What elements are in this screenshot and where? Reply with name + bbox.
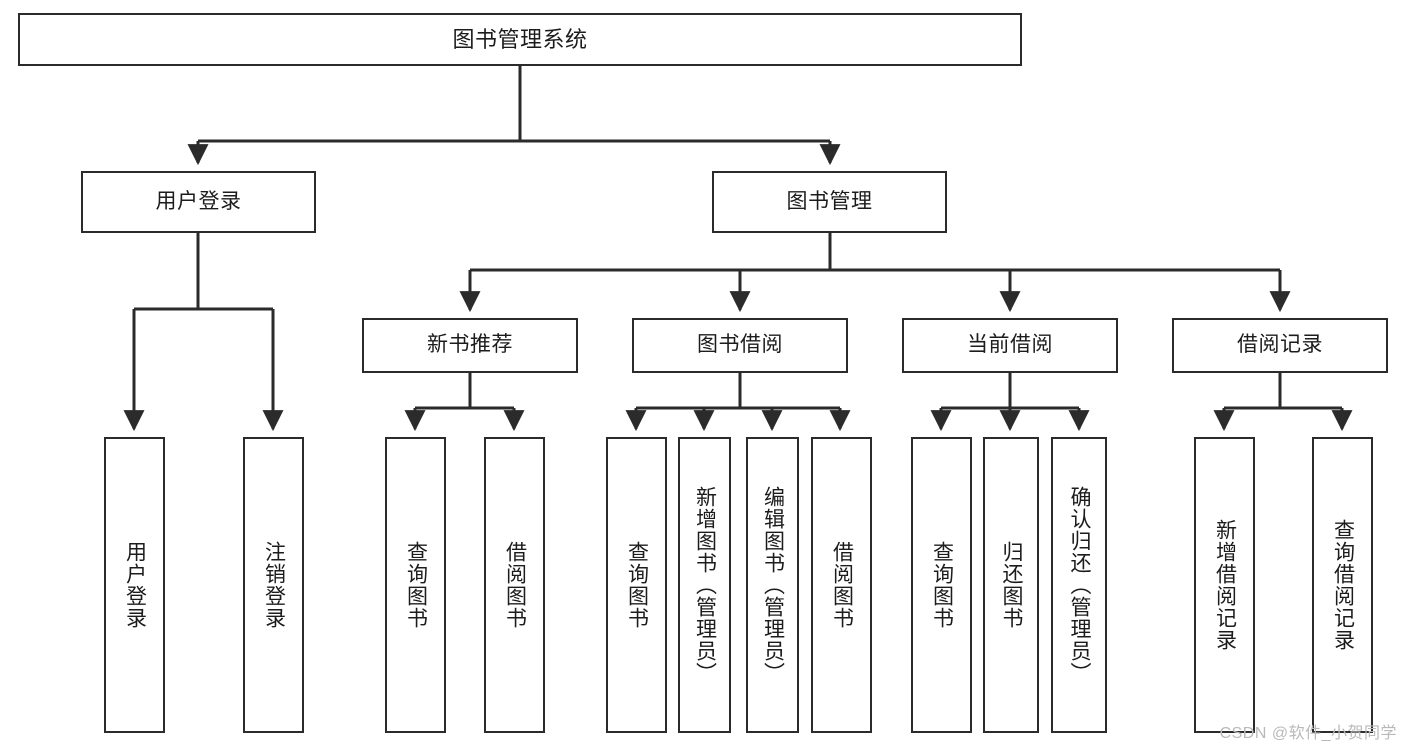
leaf-current-borrow-query[interactable]: 查询图书 <box>911 437 972 733</box>
node-borrow-record[interactable]: 借阅记录 <box>1172 318 1388 373</box>
leaf-new-book-query-label: 查询图书 <box>404 541 428 629</box>
node-borrow-record-label: 借阅记录 <box>1237 333 1323 357</box>
node-book-borrow[interactable]: 图书借阅 <box>632 318 848 373</box>
leaf-book-borrow-query-label: 查询图书 <box>625 541 649 629</box>
leaf-current-borrow-return-label: 归还图书 <box>999 541 1023 629</box>
node-current-borrow[interactable]: 当前借阅 <box>902 318 1118 373</box>
leaf-borrow-record-add[interactable]: 新增借阅记录 <box>1194 437 1255 733</box>
leaf-user-login-signin[interactable]: 用户登录 <box>104 437 165 733</box>
node-user-login[interactable]: 用户登录 <box>81 171 316 233</box>
node-book-borrow-label: 图书借阅 <box>697 333 783 357</box>
node-user-login-label: 用户登录 <box>155 189 242 213</box>
node-current-borrow-label: 当前借阅 <box>967 333 1053 357</box>
leaf-book-borrow-edit-label: 编辑图书（管理员） <box>761 486 785 684</box>
leaf-book-borrow-query[interactable]: 查询图书 <box>606 437 667 733</box>
leaf-borrow-record-query[interactable]: 查询借阅记录 <box>1312 437 1373 733</box>
leaf-user-login-signin-label: 用户登录 <box>123 541 147 629</box>
node-root-system-label: 图书管理系统 <box>452 26 588 52</box>
leaf-book-borrow-lend-label: 借阅图书 <box>830 541 854 629</box>
leaf-user-login-signout-label: 注销登录 <box>262 541 286 629</box>
leaf-current-borrow-return[interactable]: 归还图书 <box>983 437 1039 733</box>
leaf-current-borrow-confirm[interactable]: 确认归还（管理员） <box>1051 437 1107 733</box>
leaf-new-book-borrow-label: 借阅图书 <box>503 541 527 629</box>
leaf-borrow-record-query-label: 查询借阅记录 <box>1331 519 1355 651</box>
leaf-current-borrow-query-label: 查询图书 <box>930 541 954 629</box>
node-book-management[interactable]: 图书管理 <box>712 171 947 233</box>
leaf-book-borrow-edit[interactable]: 编辑图书（管理员） <box>746 437 799 733</box>
leaf-book-borrow-add-label: 新增图书（管理员） <box>693 486 717 684</box>
leaf-book-borrow-lend[interactable]: 借阅图书 <box>811 437 872 733</box>
node-book-management-label: 图书管理 <box>786 189 873 213</box>
leaf-new-book-borrow[interactable]: 借阅图书 <box>484 437 545 733</box>
leaf-book-borrow-add[interactable]: 新增图书（管理员） <box>678 437 731 733</box>
node-new-book-recommend-label: 新书推荐 <box>427 333 513 357</box>
node-root-system[interactable]: 图书管理系统 <box>18 13 1022 66</box>
leaf-borrow-record-add-label: 新增借阅记录 <box>1213 519 1237 651</box>
leaf-current-borrow-confirm-label: 确认归还（管理员） <box>1067 486 1091 684</box>
leaf-new-book-query[interactable]: 查询图书 <box>385 437 446 733</box>
leaf-user-login-signout[interactable]: 注销登录 <box>243 437 304 733</box>
node-new-book-recommend[interactable]: 新书推荐 <box>362 318 578 373</box>
